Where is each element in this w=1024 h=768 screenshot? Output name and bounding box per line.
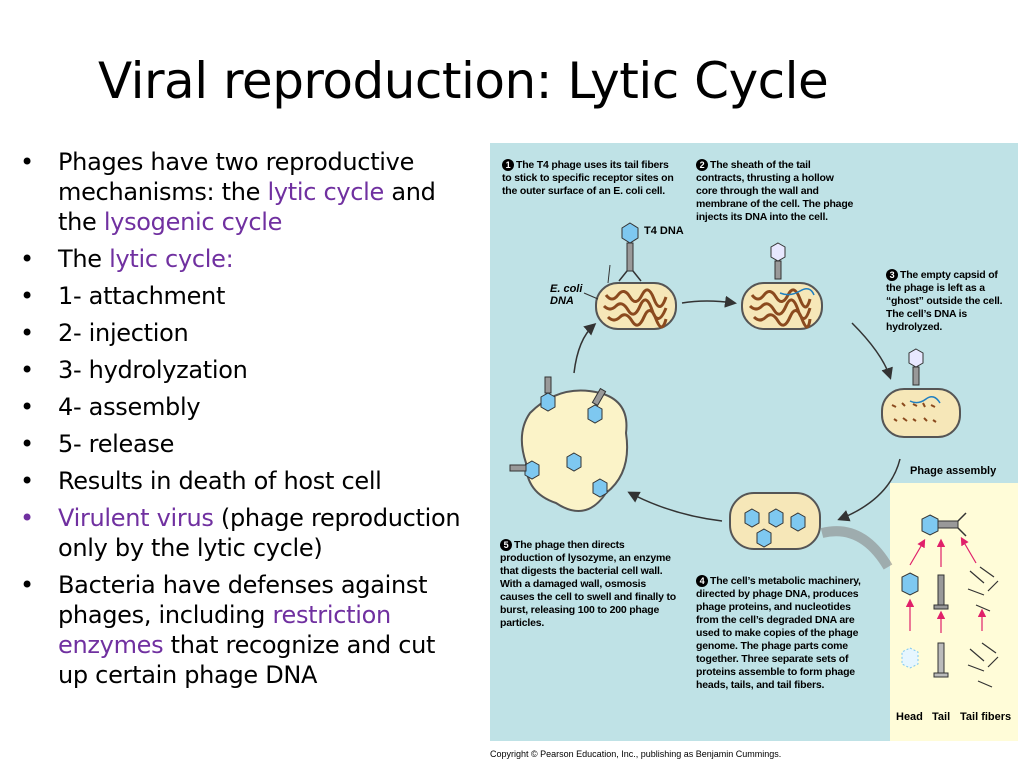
cycle-arrow [837,458,901,522]
phage-released-icon [587,387,607,424]
pink-arrow [960,536,977,564]
phage-assembly-label: Phage assembly [910,465,997,477]
bullet-item: 2- injection [0,318,470,348]
phage-head-part-icon [901,572,919,669]
term-lytic-cycle: lytic cycle [267,178,384,206]
bullet-item: Bacteria have defenses against phages, i… [0,570,470,690]
ecoli-cell-attachment [595,282,677,330]
cycle-arrow [851,322,893,380]
bullet-item: 5- release [0,429,470,459]
ecoli-cell-hydrolyzed [881,388,961,438]
term-virulent-virus: Virulent virus [58,504,214,532]
ecoli-dna-label: E. coli DNA [550,283,583,307]
ecoli-cell-injection [741,282,823,330]
ecoli-cell-assembly [729,492,821,550]
bullet-item: The lytic cycle: [0,244,470,274]
bullet-list: Phages have two reproductive mechanisms:… [0,147,470,697]
phage-released-icon [509,460,540,480]
head-label: Head [896,711,923,723]
assembled-phage-icon [921,512,967,537]
cycle-arrow [681,295,737,308]
tail-label: Tail [932,711,951,723]
phage-icon [618,222,642,282]
term-lytic-cycle: lytic cycle: [109,245,234,273]
ecoli-cell-burst [520,389,629,512]
phage-released-icon [540,376,556,412]
tail-fibers-label: Tail fibers [960,711,1012,723]
tail-fiber-parts-icon [967,566,999,688]
label-leader-line [607,264,611,284]
copyright-notice: Copyright © Pearson Education, Inc., pub… [490,749,782,759]
cycle-arrow [573,323,597,374]
bullet-item: Virulent virus (phage reproduction only … [0,503,470,563]
cycle-arrow [627,491,723,522]
bullet-item: 1- attachment [0,281,470,311]
phage-tail-part-icon [933,574,949,678]
bullet-item: Phages have two reproductive mechanisms:… [0,147,470,237]
slide-title: Viral reproduction: Lytic Cycle [98,52,829,110]
phage-released-icon [566,452,608,498]
phage-ghost-icon [908,348,924,386]
t4-dna-label: T4 DNA [644,225,684,237]
bullet-item: 4- assembly [0,392,470,422]
assembly-pointer-arrow [820,526,893,570]
bullet-item: 3- hydrolyzation [0,355,470,385]
label-leader-line [583,292,599,300]
pink-arrow [909,538,926,566]
diagram-artwork [509,222,999,688]
term-lysogenic-cycle: lysogenic cycle [103,208,283,236]
term-restriction-enzymes: restriction enzymes [58,601,391,659]
bullet-item: Results in death of host cell [0,466,470,496]
phage-icon [770,242,786,280]
